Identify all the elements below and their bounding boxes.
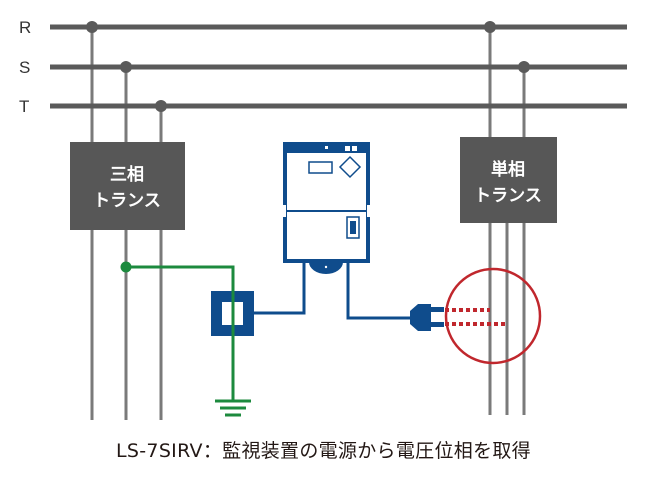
highlight-circle <box>444 267 542 365</box>
junction-dot <box>518 61 530 73</box>
junction-dot <box>120 61 132 73</box>
ct-signal-wire <box>254 262 306 315</box>
three-phase-transformer-label-2: トランス <box>93 191 161 211</box>
bus-label-t: T <box>19 97 29 116</box>
bus-label-s: S <box>19 58 30 77</box>
three-phase-transformer-label-1: 三相 <box>110 164 144 185</box>
ground-icon <box>215 399 251 417</box>
device-button-icon <box>338 155 362 179</box>
power-cord-wire <box>346 262 410 320</box>
diagram-caption: LS-7SIRV：監視装置の電源から電圧位相を取得 <box>116 440 531 462</box>
bus-label-r: R <box>19 18 31 37</box>
single-phase-transformer-label-2: トランス <box>474 186 542 206</box>
junction-dot <box>86 21 98 33</box>
terminal <box>352 146 357 151</box>
junction-dot <box>155 100 167 112</box>
ground-wire <box>120 261 235 400</box>
single-phase-transformer: 単相 トランス <box>460 137 557 223</box>
current-transformer-icon <box>211 291 254 336</box>
indicator-led <box>325 146 328 149</box>
terminal <box>345 146 350 151</box>
monitoring-device <box>283 142 370 274</box>
plug-icon <box>410 304 444 331</box>
single-phase-transformer-label-1: 単相 <box>491 159 525 180</box>
device-display <box>308 161 333 174</box>
junction-dot <box>484 21 496 33</box>
three-phase-transformer: 三相 トランス <box>70 142 185 230</box>
